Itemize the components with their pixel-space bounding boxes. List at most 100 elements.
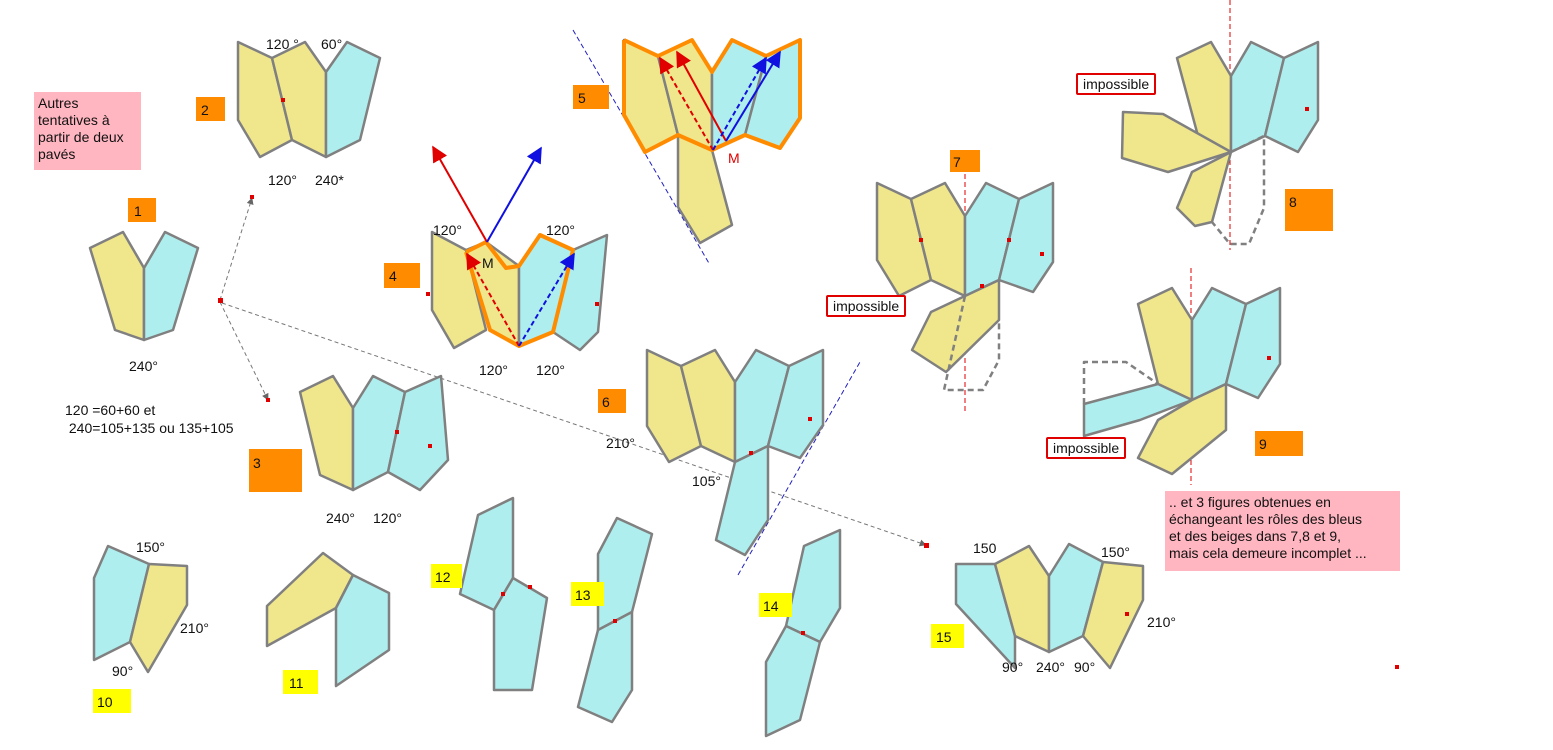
angle-labels: 240° 120 ° 60° 120° 240* 240° 120° 120° … (112, 36, 1176, 679)
svg-text:12: 12 (435, 569, 451, 585)
angle-label: 210° (1147, 614, 1176, 630)
svg-text:1: 1 (134, 203, 142, 219)
red-dashed-vector (466, 252, 520, 347)
dot (919, 238, 923, 242)
impossible-label-fig7: impossible (826, 295, 907, 317)
blue-tile (334, 573, 391, 688)
angle-label: 240° (129, 358, 158, 374)
point-label: M (728, 150, 740, 166)
badge-4: 4 (384, 263, 420, 288)
red-vector (676, 50, 727, 142)
dot (395, 430, 399, 434)
angle-label: 120° (546, 222, 575, 238)
badge-9: 9 (1255, 431, 1303, 456)
angle-label: 90° (1002, 659, 1023, 675)
dot (749, 451, 753, 455)
angle-label: 240* (315, 172, 344, 188)
beige-tile (1136, 382, 1228, 476)
blue-vector (725, 50, 781, 142)
fig6-axis-line (737, 361, 861, 576)
svg-text:2: 2 (201, 102, 209, 118)
badge-8: 8 (1285, 189, 1333, 231)
badge-13: 13 (571, 582, 604, 606)
svg-text:5: 5 (578, 90, 586, 106)
angle-label: 120 ° (266, 36, 299, 52)
marker-dots (218, 98, 1399, 669)
angle-label: 60° (321, 36, 342, 52)
blue-tile (324, 40, 382, 159)
final-note: .. et 3 figures obtenues en échangeant l… (1165, 491, 1400, 571)
blue-tile (784, 528, 842, 644)
highlight-outline (622, 38, 802, 154)
arrow-to-fig3 (219, 301, 269, 401)
figure-13 (576, 516, 654, 724)
badge-12: 12 (431, 564, 462, 588)
dot (1267, 356, 1271, 360)
svg-text:4: 4 (389, 268, 397, 284)
badge-2: 2 (196, 97, 225, 121)
dot (980, 284, 984, 288)
figure-14 (764, 528, 842, 738)
connector-arrows (219, 197, 927, 547)
svg-text:13: 13 (575, 587, 591, 603)
arrow-to-fig15 (221, 302, 927, 547)
blue-tile (1082, 382, 1194, 438)
angle-label: 120° (536, 362, 565, 378)
figure-11 (265, 551, 391, 688)
dot (428, 444, 432, 448)
angle-label: 120° (433, 222, 462, 238)
angle-label: 120° (373, 510, 402, 526)
beige-tile (676, 133, 734, 245)
beige-tile (298, 374, 355, 492)
svg-text:11: 11 (289, 675, 304, 691)
dot (266, 398, 270, 402)
blue-tile (142, 230, 200, 342)
angle-label: 105° (692, 473, 721, 489)
blue-tile (954, 562, 1017, 670)
figure-1 (88, 230, 200, 342)
formula: 120 =60+60 et 240=105+135 ou 135+105 (65, 402, 234, 436)
blue-tile (1224, 286, 1282, 400)
blue-tile (576, 610, 634, 724)
dot (1125, 612, 1129, 616)
number-badges: 1 2 3 4 5 6 7 8 9 10 11 12 13 14 15 (93, 85, 1333, 713)
figure-15 (954, 542, 1145, 670)
missing-tile-outline (942, 295, 1001, 392)
badge-1: 1 (128, 198, 156, 222)
svg-text:7: 7 (953, 154, 961, 170)
intro-note: Autres tentatives à partir de deux pavés (34, 92, 141, 170)
svg-text:3: 3 (253, 455, 261, 471)
dot (1305, 107, 1309, 111)
svg-text:9: 9 (1259, 436, 1267, 452)
angle-label: 150° (136, 539, 165, 555)
red-dashed-vector (659, 56, 714, 151)
beige-tile (875, 181, 933, 298)
highlight-outline (464, 233, 575, 348)
blue-tile (596, 516, 654, 632)
angle-label: 90° (1074, 659, 1095, 675)
figure-8 (1120, 40, 1320, 246)
beige-tile (1120, 110, 1233, 174)
impossible-label-fig8: impossible (1076, 73, 1157, 95)
figure-9 (1082, 286, 1282, 476)
badge-10: 10 (93, 689, 131, 713)
figure-10 (92, 544, 189, 674)
badge-7: 7 (950, 150, 980, 172)
dot (1040, 252, 1044, 256)
dot (528, 585, 532, 589)
dot (1007, 238, 1011, 242)
angle-label: 150 (973, 540, 997, 556)
arrow-to-fig2 (219, 197, 254, 301)
impossible-label-fig9: impossible (1046, 437, 1127, 459)
dot (250, 195, 254, 199)
angle-label: 240° (1036, 659, 1065, 675)
red-vector (432, 145, 488, 243)
svg-text:8: 8 (1289, 194, 1297, 210)
badge-3: 3 (249, 449, 302, 492)
missing-tile-outline (1211, 134, 1266, 246)
beige-tile (430, 230, 488, 350)
angle-label: 240° (326, 510, 355, 526)
angle-label: 90° (112, 663, 133, 679)
blue-dashed-vector (712, 56, 767, 151)
